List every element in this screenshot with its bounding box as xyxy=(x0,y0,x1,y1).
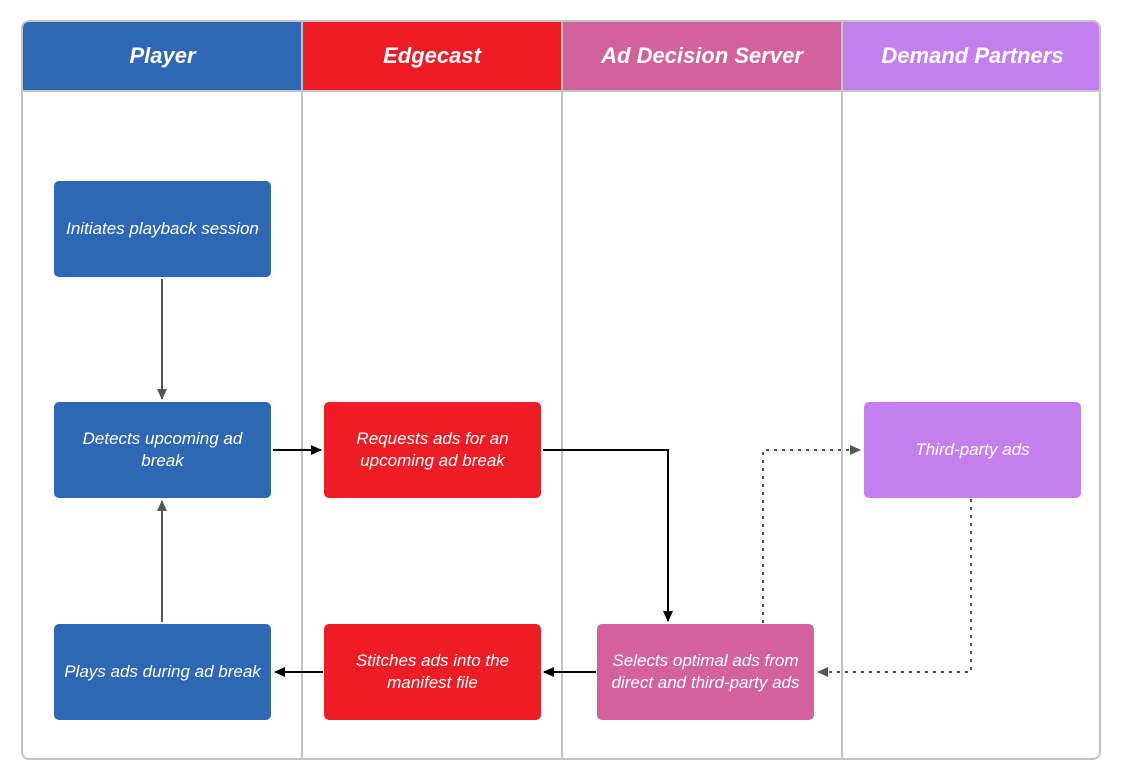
lane-header-edgecast: Edgecast xyxy=(302,22,562,90)
node-plays-ads: Plays ads during ad break xyxy=(54,624,271,720)
lane-header-demand-partners: Demand Partners xyxy=(842,22,1099,90)
lane-divider-2 xyxy=(561,22,563,758)
node-third-party-ads: Third-party ads xyxy=(864,402,1081,498)
arrow-thirdparty-to-selects xyxy=(817,499,972,677)
node-label: Initiates playback session xyxy=(66,219,259,238)
node-detects-ad-break: Detects upcoming ad break xyxy=(54,402,271,498)
lane-title-player: Player xyxy=(129,43,196,68)
node-label: Plays ads during ad break xyxy=(64,662,261,681)
arrow-selects-to-thirdparty xyxy=(762,445,861,623)
node-label: Requests ads for an upcoming ad break xyxy=(356,429,509,470)
lane-divider-1 xyxy=(301,22,303,758)
node-label: Third-party ads xyxy=(915,440,1030,459)
lane-header-ad-decision-server: Ad Decision Server xyxy=(562,22,842,90)
swimlane-diagram: Player Edgecast Ad Decision Server Deman… xyxy=(21,20,1101,760)
node-initiates-playback: Initiates playback session xyxy=(54,181,271,277)
node-requests-ads: Requests ads for an upcoming ad break xyxy=(324,402,541,498)
lane-divider-3 xyxy=(841,22,843,758)
node-label: Selects optimal ads from direct and thir… xyxy=(611,651,800,692)
arrow-requests-to-selects xyxy=(543,449,673,622)
node-label: Stitches ads into the manifest file xyxy=(355,651,510,692)
node-selects-optimal-ads: Selects optimal ads from direct and thir… xyxy=(597,624,814,720)
lane-title-demand-partners: Demand Partners xyxy=(881,43,1064,68)
lane-title-edgecast: Edgecast xyxy=(383,43,481,68)
lane-header-player: Player xyxy=(23,22,302,90)
node-stitches-ads: Stitches ads into the manifest file xyxy=(324,624,541,720)
node-label: Detects upcoming ad break xyxy=(82,429,243,470)
lane-title-ad-decision-server: Ad Decision Server xyxy=(601,43,803,68)
